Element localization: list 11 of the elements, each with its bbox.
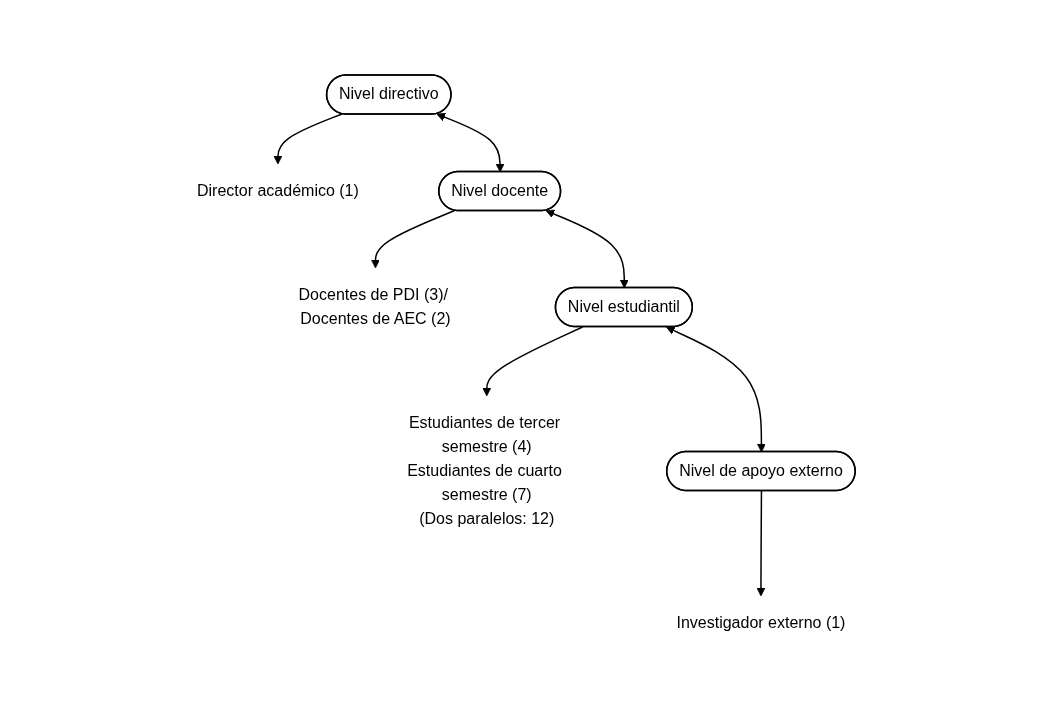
arrow: [482, 326, 584, 397]
node-text: Investigador externo (1): [676, 613, 846, 631]
arrow: [665, 326, 766, 453]
node-text: Director académico (1): [196, 182, 359, 199]
arrow: [370, 209, 456, 269]
arrow: [756, 490, 766, 597]
arrow: [545, 209, 629, 289]
node-text: Docentes de PDI (3)/ Docentes de AEC (2): [298, 285, 451, 327]
node-text: Estudiantes de tercer semestre (4) Estudiantes de cuarto semestre (7) (Dos paralelos: 12): [406, 413, 562, 527]
arrow: [273, 113, 343, 165]
arrow: [436, 112, 505, 173]
